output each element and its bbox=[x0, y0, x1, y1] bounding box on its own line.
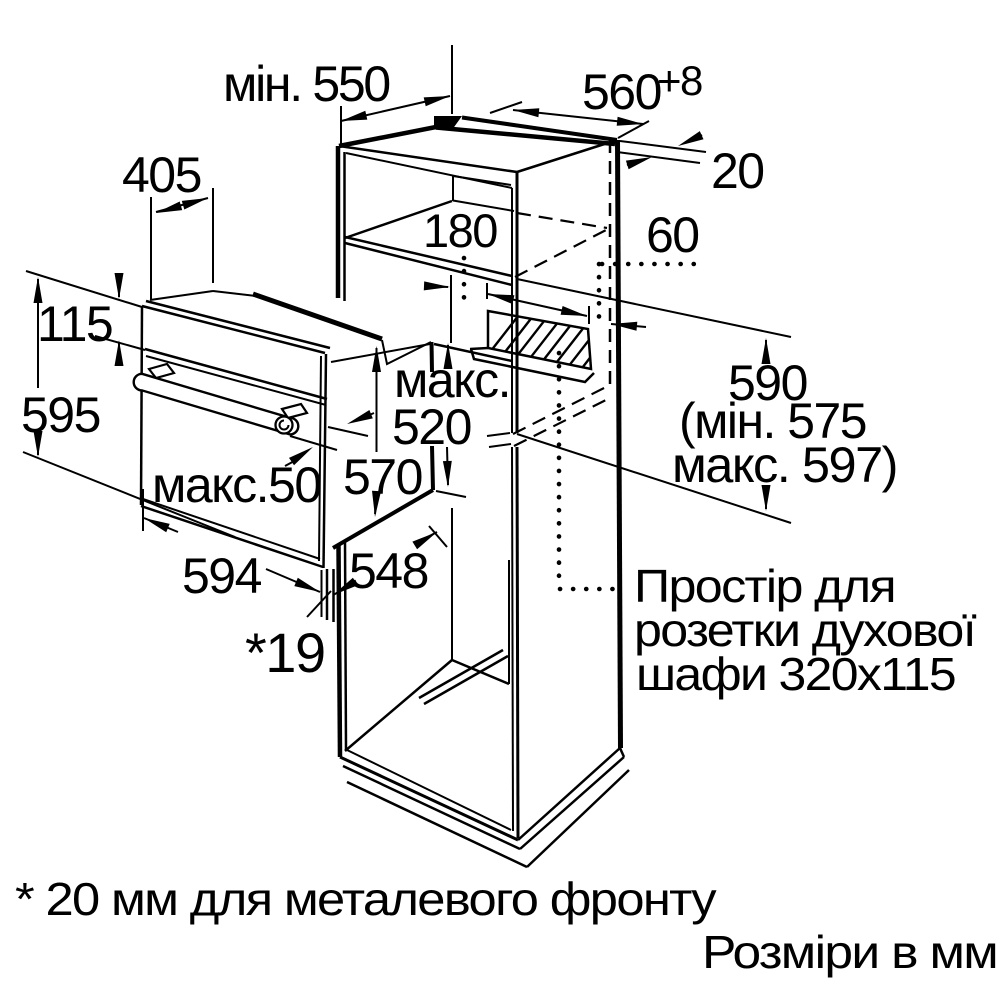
svg-text:560: 560 bbox=[582, 64, 661, 120]
svg-text:60: 60 bbox=[646, 207, 699, 263]
svg-text:(мін. 575: (мін. 575 bbox=[679, 393, 866, 449]
svg-text:мін. 550: мін. 550 bbox=[223, 56, 389, 112]
svg-text:макс. 597): макс. 597) bbox=[672, 437, 897, 493]
svg-text:590: 590 bbox=[728, 355, 807, 411]
svg-text:570: 570 bbox=[343, 449, 422, 505]
svg-text:шафи 320х115: шафи 320х115 bbox=[636, 648, 955, 700]
svg-text:+8: +8 bbox=[657, 57, 702, 104]
svg-text:* 20 мм для металевого фронту: * 20 мм для металевого фронту bbox=[15, 873, 717, 925]
svg-text:180: 180 bbox=[423, 204, 497, 257]
svg-text:595: 595 bbox=[21, 387, 100, 443]
svg-text:Простір для: Простір для bbox=[634, 560, 895, 612]
svg-text:20: 20 bbox=[711, 143, 764, 199]
svg-text:макс.: макс. bbox=[394, 352, 510, 408]
svg-text:*19: *19 bbox=[245, 621, 325, 684]
svg-text:розетки духової: розетки духової bbox=[634, 604, 977, 656]
svg-text:548: 548 bbox=[349, 543, 428, 599]
svg-text:макс.50: макс.50 bbox=[152, 457, 321, 513]
svg-text:520: 520 bbox=[392, 399, 471, 455]
svg-text:115: 115 bbox=[37, 296, 112, 352]
svg-text:405: 405 bbox=[122, 147, 201, 203]
svg-text:594: 594 bbox=[182, 548, 262, 604]
svg-text:Розміри в мм: Розміри в мм bbox=[702, 926, 997, 978]
